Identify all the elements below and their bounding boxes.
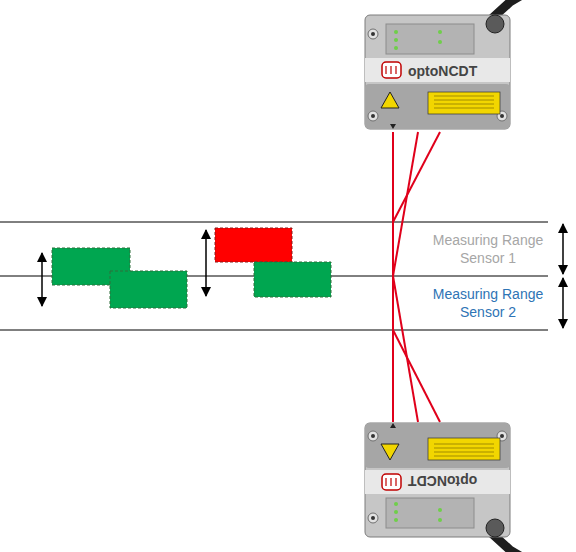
status-led [394, 38, 398, 42]
range-label: Measuring Range Sensor 2 [423, 285, 553, 321]
mounting-hole [368, 431, 378, 441]
housing-lower [365, 84, 510, 129]
mounting-hole-center [371, 32, 375, 36]
brand-logo-mark [386, 66, 396, 74]
status-led [438, 30, 442, 34]
reflected-beam [393, 276, 418, 422]
mounting-hole [368, 29, 378, 39]
range-line [0, 222, 548, 223]
logo-band [365, 58, 510, 82]
emitter-mark [390, 423, 396, 428]
warning-fine-print [434, 452, 494, 453]
reflected-beam [393, 330, 440, 422]
thickness-arrow [41, 253, 43, 306]
mounting-hole-center [371, 114, 375, 118]
status-led [394, 510, 398, 514]
status-led [394, 502, 398, 506]
brand-logo [382, 474, 401, 490]
mounting-hole-center [500, 114, 504, 118]
housing-lower [365, 423, 510, 468]
sensor-housing [365, 0, 530, 129]
warning-fine-print [434, 448, 494, 449]
logo-band [365, 470, 510, 494]
mounting-hole-center [371, 516, 375, 520]
sensor-node: optoNCDT [360, 12, 515, 132]
warning-fine-print [434, 456, 494, 457]
cable-connector [486, 15, 504, 33]
range-arrow [562, 278, 564, 328]
led-panel [386, 24, 474, 54]
sensor-housing [365, 423, 530, 552]
status-led [438, 508, 442, 512]
sensor-node: optoNCDT [360, 420, 515, 540]
warning-fine-print [434, 100, 494, 101]
led-panel [386, 498, 474, 528]
laser-warning-label [428, 438, 500, 460]
target-object [110, 271, 187, 308]
emitter-mark [390, 124, 396, 129]
warning-fine-print [434, 444, 494, 445]
reflected-beam [393, 132, 440, 222]
brand-logo-mark [386, 478, 396, 486]
laser-warning-symbol [381, 92, 399, 108]
range-arrow [562, 224, 564, 274]
cable-connector [486, 519, 504, 537]
housing-body [365, 15, 510, 129]
status-led [394, 30, 398, 34]
status-led [394, 518, 398, 522]
laser-warning-symbol [381, 444, 399, 460]
brand-logo [382, 62, 401, 78]
status-led [394, 46, 398, 50]
laser-beams [393, 132, 440, 422]
range-line [0, 330, 548, 331]
mounting-hole-center [500, 434, 504, 438]
objects [42, 228, 331, 308]
range-label: Measuring Range Sensor 1 [423, 231, 553, 267]
warning-fine-print [434, 96, 494, 97]
housing-body [365, 423, 510, 537]
mounting-hole [368, 111, 378, 121]
mounting-hole-center [371, 434, 375, 438]
target-object [254, 262, 331, 297]
status-led [438, 40, 442, 44]
target-object-fault [215, 228, 292, 262]
laser-warning-label [428, 92, 500, 114]
product-name: optoNCDT [408, 63, 477, 79]
warning-fine-print [434, 108, 494, 109]
product-name: optoNCDT [408, 473, 477, 489]
mounting-hole [368, 513, 378, 523]
status-led [438, 518, 442, 522]
range-arrows [563, 224, 564, 328]
thickness-arrow [205, 230, 207, 296]
reflected-beam [393, 132, 418, 276]
warning-fine-print [434, 104, 494, 105]
